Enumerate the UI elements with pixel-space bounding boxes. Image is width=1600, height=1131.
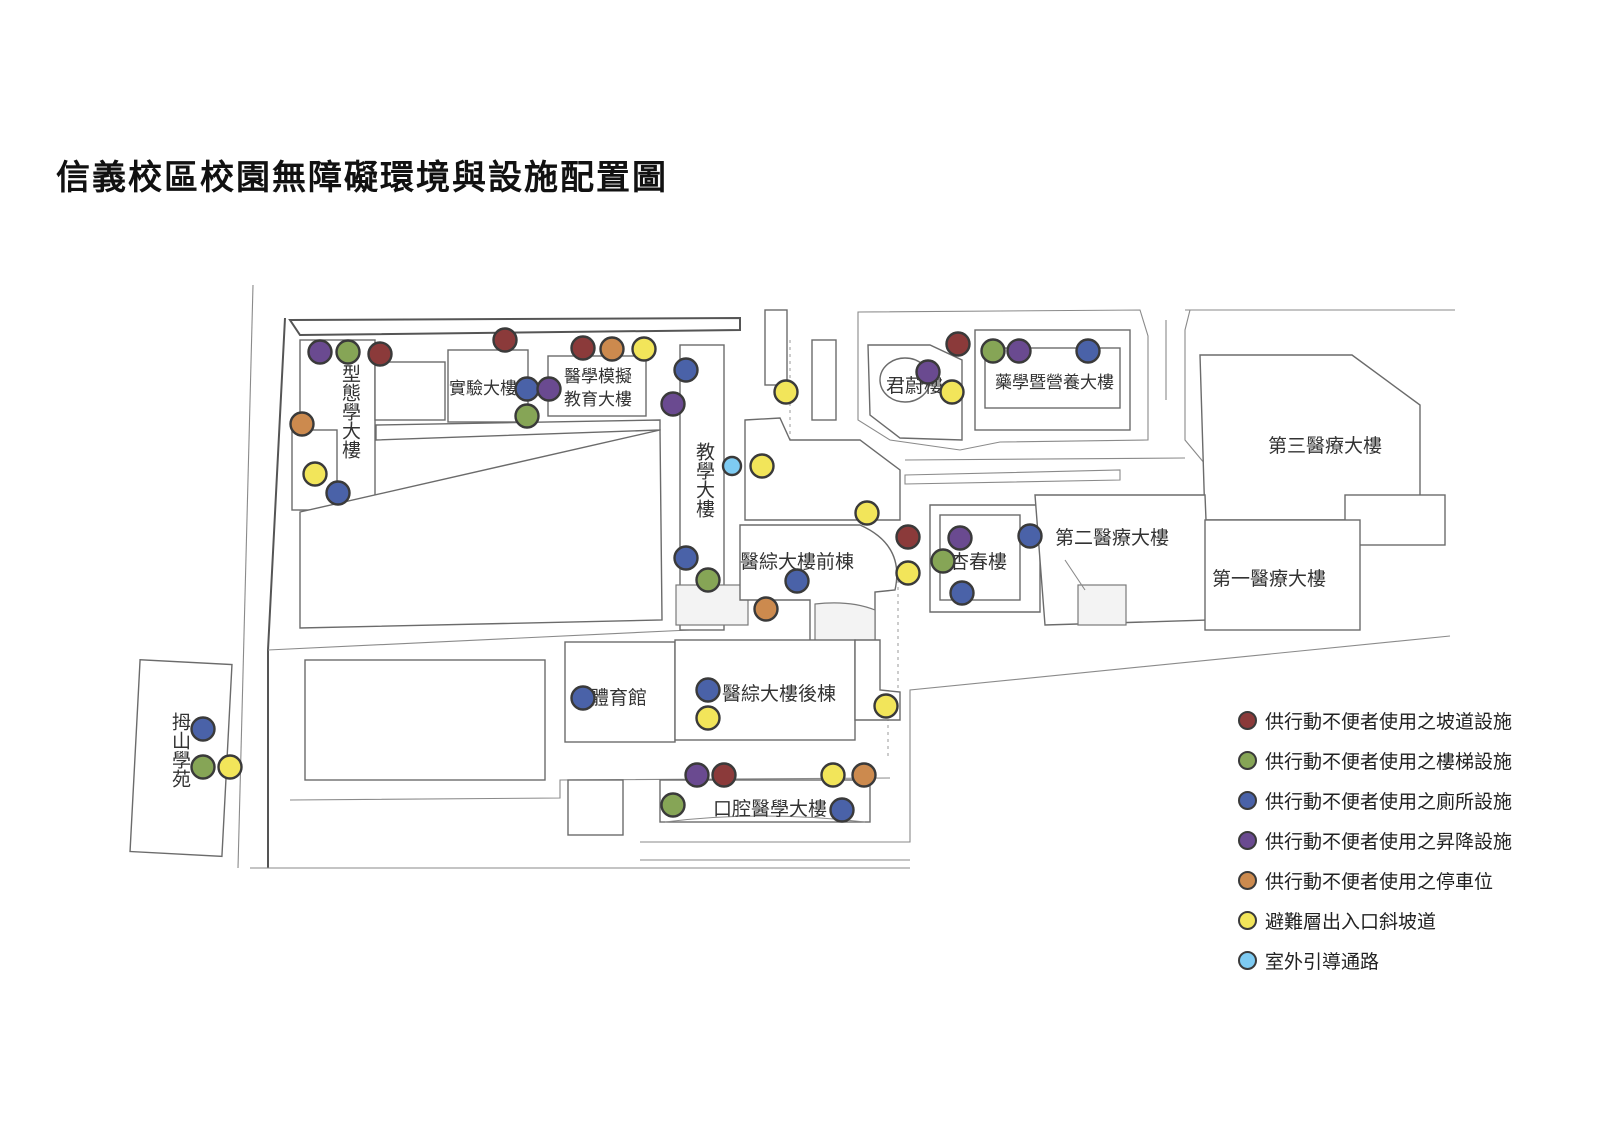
label-xingchun: 杏春樓 — [950, 551, 1007, 573]
marker-parking[interactable] — [753, 596, 779, 622]
marker-parking[interactable] — [851, 762, 877, 788]
label-xingtai: 型態學大樓 — [339, 364, 361, 459]
marker-stairs[interactable] — [190, 754, 216, 780]
marker-lift[interactable] — [536, 376, 562, 402]
marker-evac[interactable] — [749, 453, 775, 479]
legend-item-ramp: 供行動不便者使用之坡道設施 — [1238, 700, 1512, 740]
marker-lift[interactable] — [915, 359, 941, 385]
marker-stairs[interactable] — [930, 548, 956, 574]
marker-lift[interactable] — [307, 339, 333, 365]
marker-evac[interactable] — [773, 379, 799, 405]
marker-toilet[interactable] — [190, 716, 216, 742]
legend-label-toilet: 供行動不便者使用之廁所設施 — [1265, 790, 1513, 813]
legend-label-evac: 避難層出入口斜坡道 — [1265, 910, 1437, 933]
marker-evac[interactable] — [302, 461, 328, 487]
legend: 供行動不便者使用之坡道設施供行動不便者使用之樓梯設施供行動不便者使用之廁所設施供… — [1238, 700, 1512, 980]
label-disan: 第三醫療大樓 — [1268, 435, 1382, 457]
marker-toilet[interactable] — [829, 797, 855, 823]
marker-parking[interactable] — [289, 411, 315, 437]
label-dier: 第二醫療大樓 — [1055, 527, 1169, 549]
marker-evac[interactable] — [939, 379, 965, 405]
label-yaoxue: 藥學暨營養大樓 — [995, 373, 1114, 393]
marker-lift[interactable] — [947, 525, 973, 551]
marker-ramp[interactable] — [570, 335, 596, 361]
marker-toilet[interactable] — [673, 545, 699, 571]
label-diyi: 第一醫療大樓 — [1212, 568, 1326, 590]
label-yixue-line1: 醫學模擬 — [564, 367, 632, 387]
marker-lift[interactable] — [1006, 338, 1032, 364]
label-jiaoxue: 教學大樓 — [693, 442, 715, 518]
marker-toilet[interactable] — [949, 580, 975, 606]
facility-markers — [190, 327, 1101, 823]
marker-toilet[interactable] — [325, 480, 351, 506]
marker-evac[interactable] — [854, 500, 880, 526]
buildings — [129, 309, 1446, 858]
legend-label-stairs: 供行動不便者使用之樓梯設施 — [1265, 750, 1513, 773]
marker-ramp[interactable] — [895, 524, 921, 550]
label-yixue-line2: 教育大樓 — [564, 390, 632, 410]
marker-stairs[interactable] — [660, 792, 686, 818]
label-tiyu: 體育館 — [590, 687, 647, 709]
marker-ramp[interactable] — [492, 327, 518, 353]
legend-item-lift: 供行動不便者使用之昇降設施 — [1238, 820, 1512, 860]
label-qianlou: 醫綜大樓前棟 — [740, 551, 854, 573]
legend-item-guide: 室外引導通路 — [1238, 940, 1512, 980]
label-mushan: 拇山學苑 — [169, 712, 191, 788]
marker-toilet[interactable] — [514, 376, 540, 402]
legend-label-guide: 室外引導通路 — [1265, 950, 1380, 973]
marker-evac[interactable] — [895, 560, 921, 586]
legend-dot-guide — [1238, 950, 1257, 970]
marker-toilet[interactable] — [673, 357, 699, 383]
legend-dot-evac — [1238, 910, 1257, 930]
marker-evac[interactable] — [695, 705, 721, 731]
marker-stairs[interactable] — [695, 567, 721, 593]
legend-label-lift: 供行動不便者使用之昇降設施 — [1265, 830, 1513, 853]
marker-guide[interactable] — [721, 455, 743, 477]
marker-stairs[interactable] — [514, 403, 540, 429]
marker-lift[interactable] — [684, 762, 710, 788]
marker-toilet[interactable] — [1075, 338, 1101, 364]
marker-toilet[interactable] — [784, 568, 810, 594]
marker-evac[interactable] — [873, 693, 899, 719]
marker-toilet[interactable] — [1017, 523, 1043, 549]
marker-parking[interactable] — [599, 336, 625, 362]
marker-evac[interactable] — [820, 762, 846, 788]
building-labels: 型態學大樓 實驗大樓 醫學模擬 教育大樓 教學大樓 君蔚樓 藥學暨營養大樓 第三… — [169, 364, 1382, 820]
marker-stairs[interactable] — [980, 338, 1006, 364]
marker-toilet[interactable] — [695, 677, 721, 703]
legend-dot-lift — [1238, 830, 1257, 850]
legend-item-parking: 供行動不便者使用之停車位 — [1238, 860, 1512, 900]
label-kouqiang: 口腔醫學大樓 — [713, 798, 827, 820]
label-shiyan: 實驗大樓 — [449, 379, 517, 399]
label-houlou: 醫綜大樓後棟 — [722, 683, 836, 705]
marker-ramp[interactable] — [367, 341, 393, 367]
marker-lift[interactable] — [660, 391, 686, 417]
marker-toilet[interactable] — [570, 685, 596, 711]
marker-evac[interactable] — [631, 336, 657, 362]
legend-label-ramp: 供行動不便者使用之坡道設施 — [1265, 710, 1513, 733]
marker-ramp[interactable] — [711, 762, 737, 788]
legend-dot-toilet — [1238, 790, 1257, 810]
marker-stairs[interactable] — [335, 339, 361, 365]
marker-evac[interactable] — [217, 754, 243, 780]
marker-ramp[interactable] — [945, 331, 971, 357]
map-title: 信義校區校園無障礙環境與設施配置圖 — [56, 158, 668, 198]
legend-label-parking: 供行動不便者使用之停車位 — [1265, 870, 1494, 893]
legend-dot-stairs — [1238, 750, 1257, 770]
legend-item-toilet: 供行動不便者使用之廁所設施 — [1238, 780, 1512, 820]
legend-item-evac: 避難層出入口斜坡道 — [1238, 900, 1512, 940]
legend-item-stairs: 供行動不便者使用之樓梯設施 — [1238, 740, 1512, 780]
legend-dot-parking — [1238, 870, 1257, 890]
legend-dot-ramp — [1238, 710, 1257, 730]
